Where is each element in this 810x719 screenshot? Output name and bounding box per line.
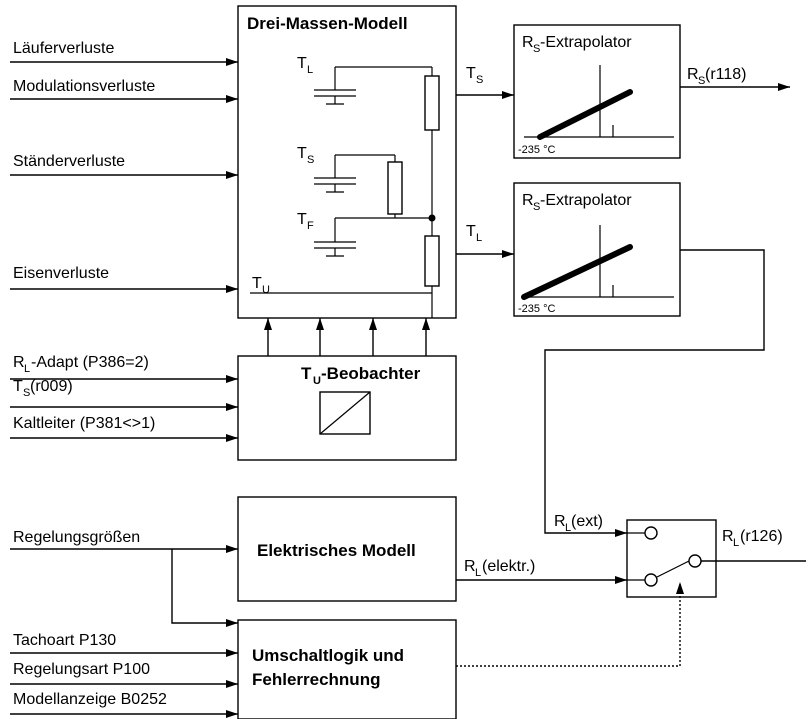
observer-title-rest: -Beobachter: [321, 364, 421, 383]
switch-contacts: [627, 526, 702, 587]
switch-input-ext-rest: (ext): [571, 513, 603, 530]
electrical-model-input: Regelungsgrößen: [13, 529, 140, 546]
input-laeuferverluste: Läuferverluste: [13, 40, 114, 57]
input-eisenverluste: Eisenverluste: [13, 265, 109, 282]
three-mass-model-block: [237, 5, 457, 319]
tu-label-sub: U: [262, 284, 270, 296]
switch-logic-block: [237, 619, 457, 719]
observer-input-rl-rest: -Adapt (P386=2): [31, 354, 149, 371]
switch-logic-input-modellanzeige: Modellanzeige B0252: [13, 691, 167, 708]
observer-input-rl-main: R: [13, 354, 25, 371]
switch-logic-title-1: Umschaltlogik und: [252, 646, 404, 665]
switch-logic-input-tachoart: Tachoart P130: [13, 632, 116, 649]
extrapolator-1-graph: [524, 65, 674, 140]
rs-output-main: R: [687, 66, 699, 83]
ts-label-main: T: [297, 145, 307, 162]
input-modulationsverluste: Modulationsverluste: [13, 78, 155, 95]
extrapolator-2-graph: [521, 225, 674, 300]
extrapolator-1-axis-label: -235 °C: [518, 144, 555, 156]
rs-extrapolator-2: [513, 182, 681, 317]
ts-label-sub: S: [307, 154, 314, 166]
observer-input-ts-sub: S: [23, 387, 30, 399]
output-ts-main: T: [466, 65, 476, 82]
three-mass-model-title: Drei-Massen-Modell: [247, 14, 408, 33]
switch-output-rest: (r126): [740, 528, 783, 545]
switch-output-sub: L: [733, 537, 739, 549]
observer-input-ts-rest: (r009): [30, 378, 73, 395]
rs-output-rest: (r118): [705, 66, 747, 83]
electrical-model-title: Elektrisches Modell: [257, 541, 416, 560]
observer-title-sub: U: [313, 375, 321, 387]
switch-block: [626, 519, 717, 598]
observer-to-model-arrows: [264, 318, 430, 356]
extrapolator-1-title-rest: -Extrapolator: [540, 34, 632, 51]
tu-label-main: T: [252, 275, 262, 292]
observer-symbol: [319, 391, 371, 435]
electrical-output-sub: L: [475, 567, 481, 579]
switch-input-ext-main: R: [554, 513, 566, 530]
extrapolator-1-title-main: R: [522, 34, 534, 51]
tl-label-main: T: [297, 55, 307, 72]
observer-input-kaltleiter: Kaltleiter (P381<>1): [13, 415, 155, 432]
thermal-circuit: [250, 66, 440, 318]
extrapolator-1-title-sub: S: [533, 43, 540, 55]
observer-input-ts-main: T: [13, 378, 23, 395]
tf-label-sub: F: [307, 220, 314, 232]
observer-title-main: T: [301, 364, 312, 383]
switch-input-ext-sub: L: [565, 522, 571, 534]
input-staenderverluste: Ständerverluste: [13, 153, 125, 170]
switch-logic-title-2: Fehlerrechnung: [252, 670, 380, 689]
electrical-output-main: R: [464, 558, 476, 575]
extrapolator-2-title-rest: -Extrapolator: [540, 192, 632, 209]
tl-label-sub: L: [307, 64, 313, 76]
switch-logic-input-regelungsart: Regelungsart P100: [13, 661, 150, 678]
switch-output-main: R: [722, 528, 734, 545]
output-tl-sub: L: [476, 232, 482, 244]
output-ts-sub: S: [476, 74, 483, 86]
tf-label-main: T: [297, 211, 307, 228]
observer-input-rl-sub: L: [24, 363, 30, 375]
extrapolator-2-title-sub: S: [533, 201, 540, 213]
extrapolator-2-axis-label: -235 °C: [518, 303, 555, 315]
electrical-output-rest: (elektr.): [482, 558, 535, 575]
extrapolator-2-title-main: R: [522, 192, 534, 209]
electrical-model-block: [237, 496, 457, 602]
output-tl-main: T: [466, 223, 476, 240]
rs-output-sub: S: [698, 75, 705, 87]
